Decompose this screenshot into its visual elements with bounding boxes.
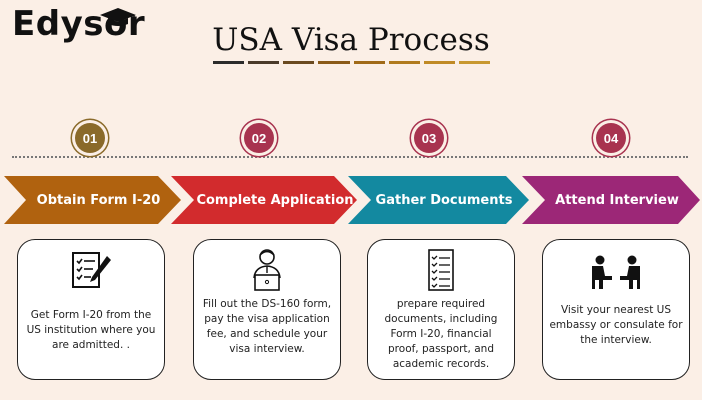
step-number-badge: 04 bbox=[596, 123, 626, 153]
process-arrows bbox=[4, 176, 700, 224]
step-description: Fill out the DS-160 form, pay the visa a… bbox=[202, 298, 332, 355]
page-title: USA Visa Process bbox=[212, 22, 490, 58]
step-arrow bbox=[522, 176, 700, 224]
underline-segment bbox=[283, 61, 315, 64]
underline-segment bbox=[353, 61, 385, 64]
step-description: Get Form I-20 from the US institution wh… bbox=[26, 309, 156, 351]
checklist-icon bbox=[428, 249, 454, 291]
underline-segment bbox=[423, 61, 455, 64]
step-card: Visit your nearest US embassy or consula… bbox=[542, 239, 690, 380]
underline-segment bbox=[213, 61, 245, 64]
step-description: Visit your nearest US embassy or consula… bbox=[549, 304, 683, 346]
timeline-dotted-line bbox=[12, 156, 688, 158]
graduation-cap-icon bbox=[100, 8, 136, 26]
step-label: Gather Documents bbox=[375, 192, 513, 208]
step-label: Complete Application bbox=[196, 192, 354, 208]
interview-icon bbox=[592, 255, 640, 289]
step-label: Attend Interview bbox=[555, 192, 679, 208]
step-description: prepare required documents, including Fo… bbox=[384, 298, 498, 370]
step-card: Get Form I-20 from the US institution wh… bbox=[17, 239, 165, 380]
step-card: Fill out the DS-160 form, pay the visa a… bbox=[193, 239, 341, 380]
step-arrow bbox=[348, 176, 529, 224]
step-number-badge: 01 bbox=[75, 123, 105, 153]
step-card: prepare required documents, including Fo… bbox=[367, 239, 515, 380]
step-label: Obtain Form I-20 bbox=[36, 192, 161, 208]
title-underline bbox=[213, 61, 490, 64]
step-arrow bbox=[171, 176, 357, 224]
step-number-badge: 02 bbox=[244, 123, 274, 153]
step-arrow bbox=[4, 176, 181, 224]
step-number-badge: 03 bbox=[414, 123, 444, 153]
underline-segment bbox=[388, 61, 420, 64]
person-laptop-icon bbox=[253, 249, 281, 291]
underline-segment bbox=[458, 61, 490, 64]
form-pencil-icon bbox=[72, 252, 111, 288]
underline-segment bbox=[318, 61, 350, 64]
underline-segment bbox=[248, 61, 280, 64]
